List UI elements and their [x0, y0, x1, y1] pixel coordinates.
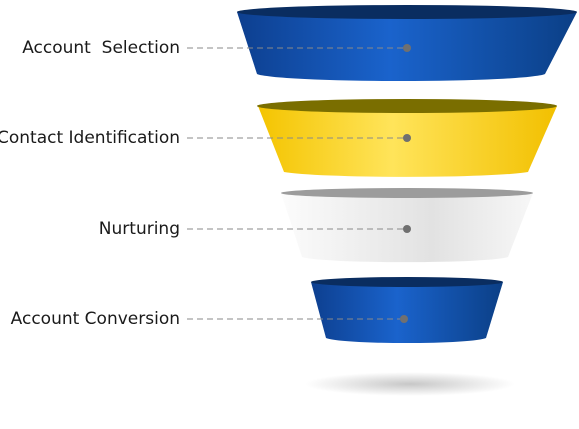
- label-nurturing: Nurturing: [98, 219, 180, 239]
- connector-nurturing: [187, 225, 411, 233]
- label-account-conversion: Account Conversion: [10, 309, 180, 329]
- connector-dot: [403, 225, 411, 233]
- floor-shadow: [305, 372, 515, 396]
- connector-contact-identification: [187, 134, 411, 142]
- connector-dot: [403, 44, 411, 52]
- funnel-stage-account-selection: [237, 5, 577, 82]
- connector-account-selection: [187, 44, 411, 52]
- label-contact-identification: Contact Identification: [0, 128, 180, 148]
- label-account-selection: Account Selection: [22, 38, 180, 58]
- funnel-stage-account-conversion: [311, 277, 503, 344]
- connector-dot: [400, 315, 408, 323]
- connector-dot: [403, 134, 411, 142]
- connector-account-conversion: [187, 315, 408, 323]
